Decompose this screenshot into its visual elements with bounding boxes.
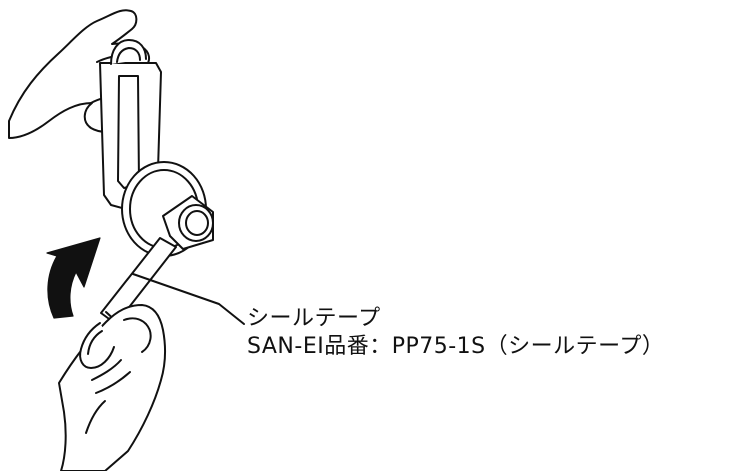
seal-tape-callout: シールテープ SAN-EI品番：PP75-1S（シールテープ） bbox=[247, 306, 747, 362]
lower-hand-illustration bbox=[58, 304, 167, 471]
seal-tape-illustration-body bbox=[100, 161, 214, 325]
callout-leader-line bbox=[132, 273, 245, 325]
seal-tape-label: シールテープ bbox=[247, 306, 381, 331]
rotation-arrow-icon bbox=[46, 237, 101, 319]
seal-tape-part-number: SAN-EI品番：PP75-1S（シールテープ） bbox=[247, 334, 665, 359]
